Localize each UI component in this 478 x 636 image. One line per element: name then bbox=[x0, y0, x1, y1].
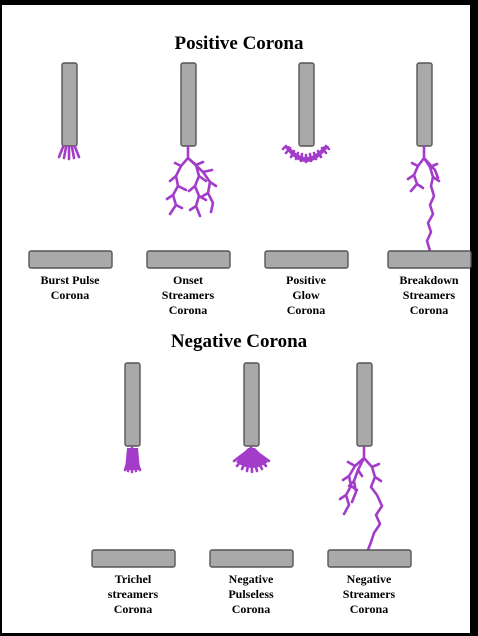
plane-electrode bbox=[147, 251, 230, 268]
label-line: Onset bbox=[138, 273, 238, 288]
label-line: Trichel bbox=[83, 572, 183, 587]
burst-pulse-discharge bbox=[59, 147, 79, 159]
label-line: Glow bbox=[256, 288, 356, 303]
needle-electrode bbox=[125, 363, 140, 446]
label-line: Corona bbox=[138, 303, 238, 318]
burst-pulse-corona-illustration bbox=[29, 63, 112, 268]
label-line: Burst Pulse bbox=[20, 273, 120, 288]
breakdown-streamers-corona-illustration bbox=[388, 63, 471, 268]
plane-electrode bbox=[210, 550, 293, 567]
label-line: Corona bbox=[256, 303, 356, 318]
needle-electrode bbox=[417, 63, 432, 146]
label-line: Negative bbox=[319, 572, 419, 587]
negative-streamers-label: Negative Streamers Corona bbox=[319, 572, 419, 617]
plane-electrode bbox=[388, 251, 471, 268]
plane-electrode bbox=[92, 550, 175, 567]
onset-streamers-label: Onset Streamers Corona bbox=[138, 273, 238, 318]
label-line: Corona bbox=[379, 303, 478, 318]
positive-glow-corona-illustration bbox=[265, 63, 348, 268]
negative-pulseless-label: Negative Pulseless Corona bbox=[201, 572, 301, 617]
needle-electrode bbox=[62, 63, 77, 146]
breakdown-streamers-discharge bbox=[408, 147, 439, 251]
positive-glow-label: Positive Glow Corona bbox=[256, 273, 356, 318]
label-line: Streamers bbox=[379, 288, 478, 303]
label-line: Corona bbox=[83, 602, 183, 617]
label-line: Corona bbox=[319, 602, 419, 617]
negative-streamers-corona-illustration bbox=[328, 363, 411, 567]
label-line: Streamers bbox=[138, 288, 238, 303]
label-line: Pulseless bbox=[201, 587, 301, 602]
label-line: Breakdown bbox=[379, 273, 478, 288]
negative-pulseless-corona-illustration bbox=[210, 363, 293, 567]
trichel-streamers-corona-illustration bbox=[92, 363, 175, 567]
onset-streamers-discharge bbox=[167, 147, 216, 216]
label-line: Negative bbox=[201, 572, 301, 587]
breakdown-streamers-label: Breakdown Streamers Corona bbox=[379, 273, 478, 318]
needle-electrode bbox=[299, 63, 314, 146]
label-line: Streamers bbox=[319, 587, 419, 602]
burst-pulse-label: Burst Pulse Corona bbox=[20, 273, 120, 303]
needle-electrode bbox=[357, 363, 372, 446]
label-line: Positive bbox=[256, 273, 356, 288]
label-line: Corona bbox=[201, 602, 301, 617]
negative-streamers-discharge bbox=[340, 447, 382, 550]
trichel-streamers-label: Trichel streamers Corona bbox=[83, 572, 183, 617]
plane-electrode bbox=[265, 251, 348, 268]
plane-electrode bbox=[328, 550, 411, 567]
plane-electrode bbox=[29, 251, 112, 268]
label-line: Corona bbox=[20, 288, 120, 303]
needle-electrode bbox=[244, 363, 259, 446]
label-line: streamers bbox=[83, 587, 183, 602]
onset-streamers-corona-illustration bbox=[147, 63, 230, 268]
needle-electrode bbox=[181, 63, 196, 146]
